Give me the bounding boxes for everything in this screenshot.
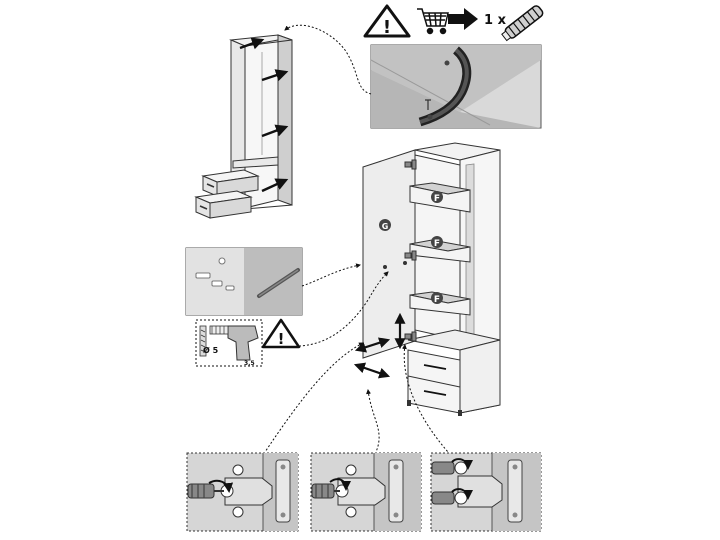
svg-text:!: !	[278, 330, 285, 348]
part-label-g: G	[379, 219, 391, 231]
main-cabinet-drawing: G F F F	[353, 142, 501, 416]
handle-mount-detail	[185, 247, 303, 316]
leader-line	[284, 24, 372, 95]
shopping-cart-icon	[417, 8, 449, 35]
leader-line	[298, 271, 389, 347]
svg-text:G: G	[382, 222, 389, 231]
arrow-right-icon	[448, 8, 478, 30]
shelf-label-f: F	[431, 236, 443, 249]
svg-text:F: F	[434, 194, 440, 204]
drill-spec-box: Ø 5 3,5	[195, 319, 263, 367]
hinge-adjust-detail-2	[310, 452, 422, 532]
hinge-adjust-detail-3	[430, 452, 542, 532]
drill-diameter-label: Ø 5	[203, 345, 219, 355]
warning-symbol: !	[383, 17, 391, 38]
warning-notice: ! 1 x	[363, 4, 544, 42]
leader-lines	[264, 342, 449, 453]
shelf-label-f: F	[431, 292, 443, 305]
warning-triangle-icon: !	[261, 318, 301, 349]
wall-plug-icon	[501, 5, 544, 42]
warning-triangle-icon: !	[363, 4, 411, 38]
drill-icon	[199, 325, 259, 361]
hinge-adjust-detail-1	[186, 452, 299, 532]
anti-tip-strap-detail	[370, 44, 542, 129]
svg-text:F: F	[434, 295, 440, 305]
leader-line	[301, 263, 361, 287]
svg-text:F: F	[434, 239, 440, 249]
drill-bit-size-label: 3,5	[244, 360, 255, 367]
shelf-label-f: F	[431, 191, 443, 204]
small-cabinet-drawing	[194, 34, 293, 219]
quantity-label: 1 x	[484, 13, 507, 28]
